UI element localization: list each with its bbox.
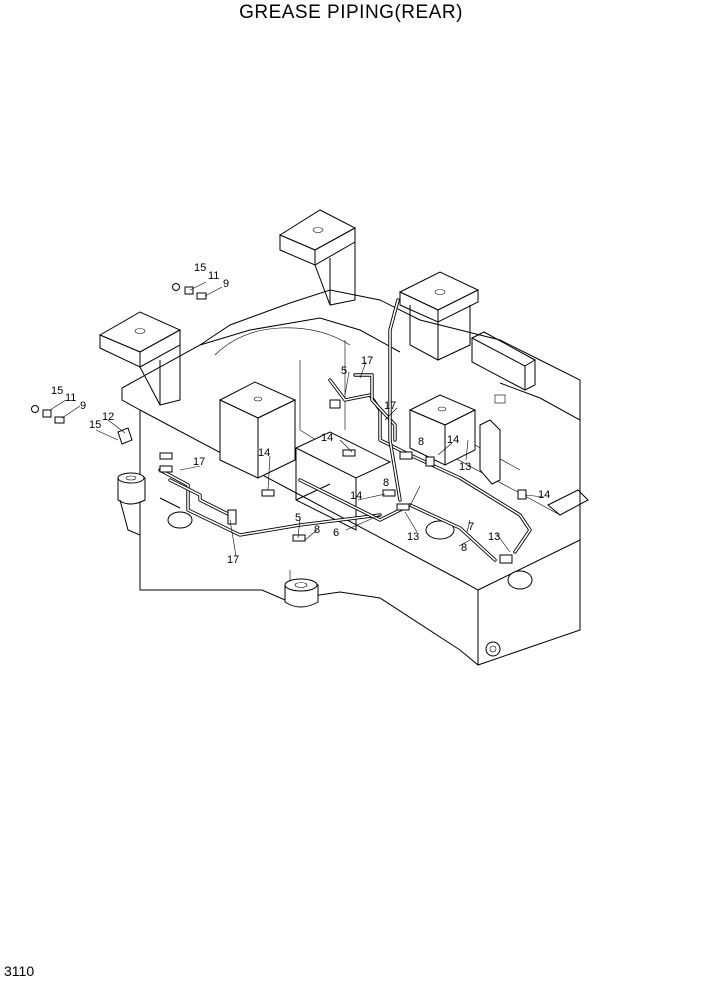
callouts: 15 11 9 15 11 9 12 15 17 17 5 17 17 14 1…: [51, 262, 550, 566]
callout-17b: 17: [227, 554, 239, 566]
grease-fitting-body: [485, 641, 501, 657]
page-number: 3110: [4, 963, 35, 979]
callout-13b: 13: [407, 531, 419, 543]
callout-11b: 11: [65, 392, 76, 404]
callout-13c: 13: [488, 531, 500, 543]
callout-11a: 11: [208, 270, 219, 282]
callout-15c: 15: [89, 419, 101, 431]
callout-8c: 8: [461, 542, 467, 554]
leader-lines: [49, 281, 545, 557]
callout-14e: 14: [538, 489, 550, 501]
callout-15b: 15: [51, 385, 63, 397]
callout-5b: 5: [295, 512, 301, 524]
callout-14a: 14: [321, 432, 333, 444]
bearing-ring-right: [167, 511, 533, 590]
hardware-set-top: [172, 283, 207, 300]
fin-right: [479, 419, 589, 516]
diagram-title: GREASE PIPING(REAR): [239, 2, 463, 23]
callout-17c: 17: [361, 355, 373, 367]
pedestal-left: [98, 311, 182, 406]
mount-block-left: [218, 381, 297, 479]
callout-17a: 17: [193, 456, 205, 468]
callout-17d: 17: [384, 400, 396, 412]
callout-7: 7: [468, 521, 474, 533]
callout-8a: 8: [418, 436, 424, 448]
callout-5a: 5: [341, 365, 347, 377]
hardware-set-left: [31, 405, 133, 445]
callout-14c: 14: [447, 434, 459, 446]
callout-8d: 8: [314, 524, 320, 536]
bracket-right: [471, 331, 536, 404]
clamps: [159, 399, 527, 564]
callout-14b: 14: [258, 447, 270, 459]
callout-15a: 15: [194, 262, 206, 274]
callout-9a: 9: [223, 278, 229, 290]
mount-block-right: [408, 394, 477, 466]
callout-12: 12: [102, 411, 114, 423]
grease-socket-bottom: [284, 578, 319, 608]
frame-body: [121, 289, 581, 666]
pedestal-right: [398, 271, 480, 361]
callout-14d: 14: [350, 490, 362, 502]
callout-6: 6: [333, 527, 339, 539]
callout-13a: 13: [459, 461, 471, 473]
grease-socket-left: [117, 472, 146, 536]
callout-9b: 9: [80, 400, 86, 412]
pedestal-top: [278, 209, 357, 306]
callout-8b: 8: [383, 477, 389, 489]
